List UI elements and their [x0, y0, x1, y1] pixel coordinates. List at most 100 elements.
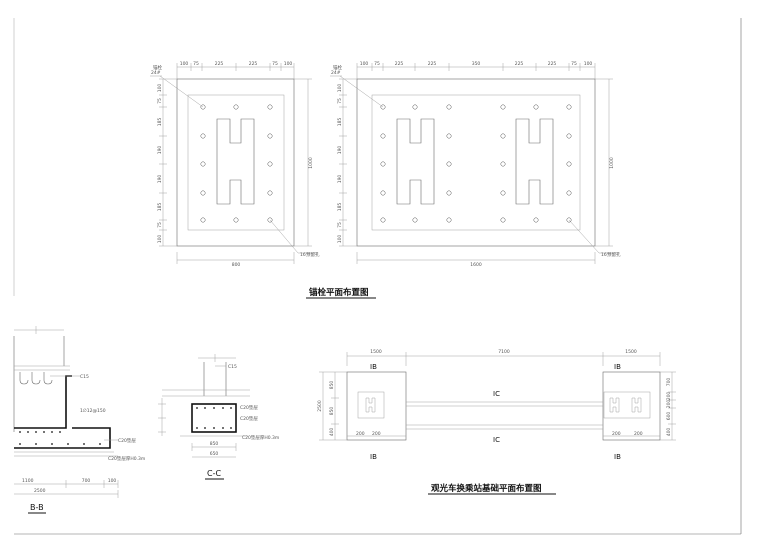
- bottom-dim: 1100: [22, 478, 34, 484]
- left-dim: 850: [329, 407, 335, 416]
- pedestal-outline: [356, 78, 596, 247]
- foundation-plan: 1500 7100 1500 200 200 200 200 2500 850 …: [317, 349, 676, 461]
- leader-line: [269, 219, 299, 254]
- left-dim: 190: [157, 175, 163, 184]
- top-dim: 1500: [370, 349, 382, 355]
- callout-bottom-label: 预留孔: [607, 251, 621, 258]
- pad-dim: 200: [634, 431, 643, 437]
- left-dim: 100: [157, 84, 163, 93]
- callout-top: 24#: [331, 70, 341, 76]
- callout-top-label: 锚栓: [333, 64, 342, 71]
- left-dim: 100: [157, 235, 163, 244]
- anchor-bolt: [566, 190, 572, 196]
- bottom-dim: 650: [210, 451, 219, 457]
- section-bb-title: B-B: [30, 503, 44, 512]
- bottom-dim: 700: [82, 478, 91, 484]
- anchor-bolt: [446, 104, 452, 110]
- label-ib: IB: [370, 453, 377, 461]
- anchor-bolt: [233, 217, 239, 223]
- pad-dim: 200: [612, 431, 621, 437]
- h-shaped-recess: [515, 118, 554, 205]
- anchor-bolt: [412, 104, 418, 110]
- note: C15: [80, 374, 89, 380]
- top-dim: 225: [428, 61, 437, 67]
- pad-dim: 200: [372, 431, 381, 437]
- left-dim: 185: [157, 203, 163, 212]
- anchor-bolt: [412, 217, 418, 223]
- left-dim: 400: [329, 428, 335, 437]
- anchor-bolts: [200, 104, 273, 223]
- anchor-bolt: [380, 217, 386, 223]
- overall-height: 1000: [609, 157, 615, 169]
- note: C20垫层: [240, 404, 258, 411]
- anchor-plan-large: 100 75 225 225 350 225 225 75 100 100 75…: [330, 61, 621, 268]
- top-dim: 1500: [625, 349, 637, 355]
- section-bb: C15 1∅12@150 C20垫层 C20垫层厚H0.3m 1100 700 …: [13, 326, 145, 498]
- footing-section: [191, 403, 237, 433]
- left-dim: 850: [329, 381, 335, 390]
- right-dim: 700: [666, 378, 672, 387]
- top-dim: 225: [215, 61, 224, 67]
- left-dim: 185: [337, 118, 343, 127]
- top-dim: 100: [284, 61, 293, 67]
- anchor-bolt: [500, 190, 506, 196]
- left-dim: 185: [157, 118, 163, 127]
- anchor-bolt: [200, 161, 206, 167]
- hooked-bolt: [31, 372, 41, 385]
- bottom-dim: 100: [108, 478, 117, 484]
- note: C20垫层厚H0.3m: [108, 455, 145, 462]
- left-dim: 100: [337, 235, 343, 244]
- pedestal-outline: [176, 78, 295, 247]
- callout-bottom-label: 预留孔: [306, 251, 320, 258]
- top-dim: 225: [515, 61, 524, 67]
- anchor-bolt: [267, 133, 273, 139]
- hooked-bolt: [19, 372, 29, 385]
- bolt-zone-outline: [371, 94, 581, 231]
- top-dim: 75: [272, 61, 278, 67]
- label-ic: IC: [493, 436, 500, 444]
- anchor-bolt: [500, 217, 506, 223]
- anchor-bolt: [446, 217, 452, 223]
- left-dim: 75: [337, 98, 343, 104]
- note: 1∅12@150: [80, 408, 106, 414]
- right-dim: 400: [666, 428, 672, 437]
- note: C15: [228, 364, 237, 370]
- overall-width: 1600: [470, 262, 482, 268]
- anchor-bolt: [500, 104, 506, 110]
- top-dim: 7100: [498, 349, 510, 355]
- top-dim: 75: [571, 61, 577, 67]
- anchor-bolts: [380, 104, 572, 223]
- anchor-bolt: [200, 133, 206, 139]
- label-ib: IB: [614, 363, 621, 371]
- left-dim: 190: [337, 146, 343, 155]
- left-dim: 190: [157, 146, 163, 155]
- bolt-zone-outline: [187, 94, 285, 231]
- anchor-plan-small: 100 75 225 225 75 100 100 75 185 190 190…: [150, 61, 320, 268]
- right-dim: 200: [666, 392, 672, 401]
- left-dim: 75: [337, 222, 343, 228]
- anchor-bolt: [267, 104, 273, 110]
- left-total: 2500: [317, 400, 323, 412]
- anchor-bolt: [233, 104, 239, 110]
- anchor-bolt: [380, 133, 386, 139]
- anchor-bolt: [566, 133, 572, 139]
- left-dim: 190: [337, 175, 343, 184]
- right-dim: 200: [666, 400, 672, 409]
- pad-right: [602, 371, 661, 441]
- hooked-bolt: [43, 372, 53, 385]
- pad-left: [346, 371, 407, 441]
- anchor-bolt: [267, 190, 273, 196]
- overall-width: 800: [232, 262, 241, 268]
- pedestal-left: [357, 391, 385, 419]
- anchor-bolt: [500, 133, 506, 139]
- label-ib: IB: [370, 363, 377, 371]
- footing-outline: [14, 427, 111, 449]
- anchor-bolt: [533, 217, 539, 223]
- top-dim: 75: [374, 61, 380, 67]
- top-dim: 100: [584, 61, 593, 67]
- rebar-dots: [19, 431, 101, 445]
- foundation-plan-title: 观光车换乘站基础平面布置图: [431, 483, 542, 494]
- top-dim: 225: [548, 61, 557, 67]
- left-dim: 75: [157, 222, 163, 228]
